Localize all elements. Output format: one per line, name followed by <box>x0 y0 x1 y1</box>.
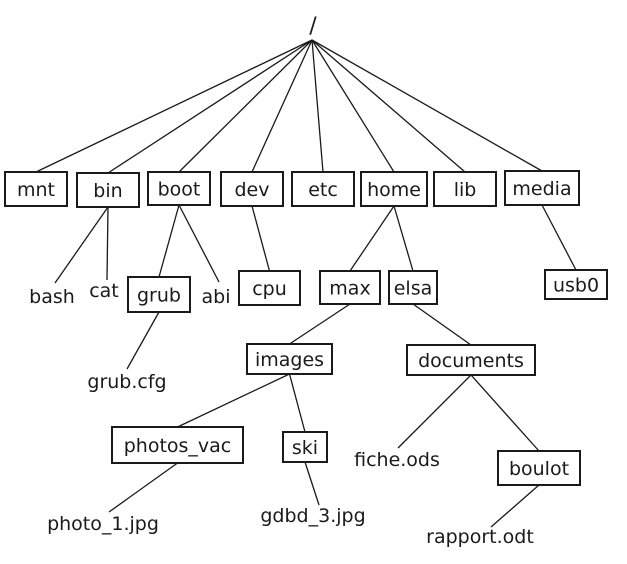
directory-label: grub <box>137 285 181 307</box>
directory-label: dev <box>235 179 270 201</box>
directory-label: boulot <box>509 458 569 480</box>
file-node-grubcfg: grub.cfg <box>87 371 166 393</box>
file-label: photo_1.jpg <box>47 513 159 535</box>
edge-boulot-rapport <box>490 484 540 528</box>
file-node-gdbd3: gdbd_3.jpg <box>260 505 365 527</box>
directory-node-lib: lib <box>433 171 497 207</box>
file-label: rapport.odt <box>426 526 534 548</box>
file-node-bash: bash <box>29 286 75 308</box>
file-node-rapport: rapport.odt <box>426 526 534 548</box>
directory-node-max: max <box>319 270 381 305</box>
edge-max-images <box>289 303 351 345</box>
edge-root-lib <box>311 39 466 173</box>
directory-label: boot <box>158 179 201 201</box>
directory-node-boulot: boulot <box>497 450 581 486</box>
directory-box <box>433 171 497 207</box>
directory-box <box>406 344 536 376</box>
edge-photos_vac-photo1 <box>108 462 178 513</box>
directory-label: images <box>255 349 324 371</box>
file-label: gdbd_3.jpg <box>260 505 365 527</box>
directory-label: documents <box>418 350 524 372</box>
directory-node-boot: boot <box>147 171 211 206</box>
file-label: fiche.ods <box>354 449 440 471</box>
directory-node-cpu: cpu <box>238 270 301 306</box>
directory-box <box>544 269 608 300</box>
edge-bin-bash <box>54 206 109 284</box>
root-node-label: / <box>309 14 317 39</box>
directory-box <box>291 171 355 207</box>
tree-edges <box>35 39 577 528</box>
edge-bin-cat <box>106 206 109 281</box>
edge-boot-abi <box>178 204 220 283</box>
directory-label: elsa <box>394 278 433 300</box>
directory-label: home <box>367 179 421 201</box>
directory-label: max <box>329 278 370 300</box>
directory-label: etc <box>308 179 338 201</box>
edge-root-boot <box>178 39 313 173</box>
edge-dev-cpu <box>251 205 271 272</box>
edge-documents-boulot <box>470 374 540 452</box>
file-label: bash <box>29 286 75 308</box>
directory-label: media <box>512 178 571 200</box>
directory-label: bin <box>93 180 122 202</box>
file-label: cat <box>89 280 119 302</box>
edge-images-photos_vac <box>177 373 290 428</box>
directory-label: photos_vac <box>124 435 232 457</box>
edge-root-media <box>311 39 543 172</box>
directory-node-elsa: elsa <box>388 270 438 305</box>
file-label: grub.cfg <box>87 371 166 393</box>
directory-box <box>238 270 301 306</box>
directory-box <box>147 171 211 206</box>
directory-node-ski: ski <box>282 431 328 463</box>
directory-box <box>220 171 284 207</box>
edge-documents-fiche <box>397 374 472 449</box>
file-node-fiche: fiche.ods <box>354 449 440 471</box>
directory-box <box>504 170 580 206</box>
directory-label: cpu <box>252 278 287 300</box>
file-node-abi: abi <box>202 286 231 308</box>
directory-box <box>282 431 328 463</box>
directory-node-etc: etc <box>291 171 355 207</box>
directory-box <box>319 270 381 305</box>
directory-box <box>127 276 191 313</box>
edge-ski-gdbd3 <box>304 461 320 506</box>
edge-elsa-documents <box>412 303 472 346</box>
directory-box <box>76 172 140 208</box>
edge-grub-grubcfg <box>126 311 160 370</box>
directory-box <box>388 270 438 305</box>
directory-node-mnt: mnt <box>4 171 68 207</box>
edge-media-usb0 <box>541 204 577 271</box>
edge-root-bin <box>107 39 313 174</box>
directory-node-usb0: usb0 <box>544 269 608 300</box>
directory-box <box>246 343 333 375</box>
directory-label: usb0 <box>553 275 599 297</box>
directory-label: lib <box>454 179 477 201</box>
file-node-cat: cat <box>89 280 119 302</box>
directory-box <box>360 171 428 207</box>
directory-box <box>111 426 244 464</box>
directory-box <box>497 450 581 486</box>
edge-images-ski <box>288 373 306 433</box>
edge-root-home <box>311 39 395 173</box>
file-node-photo1: photo_1.jpg <box>47 513 159 535</box>
directory-node-photos_vac: photos_vac <box>111 426 244 464</box>
edge-home-max <box>349 205 395 272</box>
edge-root-etc <box>311 39 324 173</box>
edge-root-mnt <box>35 39 313 173</box>
directory-node-dev: dev <box>220 171 284 207</box>
directory-node-images: images <box>246 343 333 375</box>
file-label: abi <box>202 286 231 308</box>
edge-home-elsa <box>393 205 414 272</box>
directory-box <box>4 171 68 207</box>
edge-root-dev <box>251 39 313 173</box>
directory-node-documents: documents <box>406 344 536 376</box>
edge-boot-grub <box>158 204 180 278</box>
directory-node-bin: bin <box>76 172 140 208</box>
directory-node-media: media <box>504 170 580 206</box>
directory-node-grub: grub <box>127 276 191 313</box>
directory-label: mnt <box>17 179 55 201</box>
directory-label: ski <box>292 437 318 459</box>
directory-node-home: home <box>360 171 428 207</box>
